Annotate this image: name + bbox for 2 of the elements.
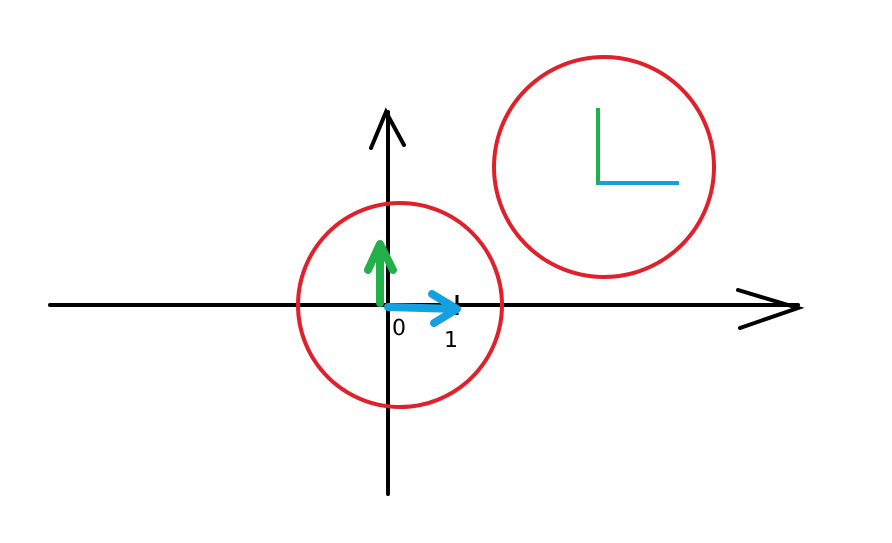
tick-label: 1 xyxy=(444,330,458,352)
origin-label: 0 xyxy=(392,318,406,340)
